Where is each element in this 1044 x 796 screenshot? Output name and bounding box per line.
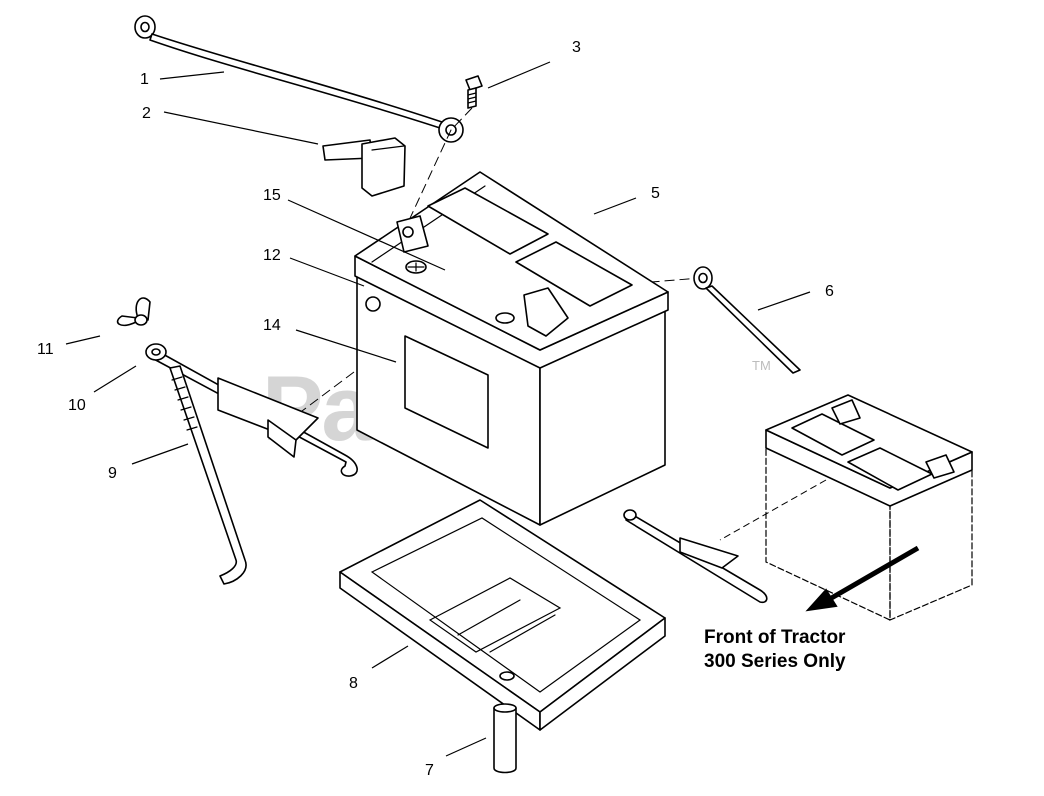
part-7-spacer [493, 703, 517, 774]
part-3-bolt [465, 75, 483, 109]
callout-9: 9 [108, 465, 117, 482]
leader-lines [65, 61, 811, 757]
inset-300-series-battery [623, 394, 973, 621]
watermark-trademark: TM [752, 358, 771, 373]
callout-12: 12 [263, 247, 281, 264]
callout-1: 1 [140, 71, 149, 88]
callout-11: 11 [37, 341, 54, 358]
part-2-terminal-boot [322, 137, 406, 197]
callout-15: 15 [263, 187, 281, 204]
callout-7: 7 [425, 762, 434, 779]
front-of-tractor-note: Front of Tractor 300 Series Only [704, 627, 846, 672]
callout-2: 2 [142, 105, 151, 122]
front-direction-arrow [805, 545, 920, 612]
note-line-2: 300 Series Only [704, 651, 846, 672]
part-1-battery-cable [134, 15, 464, 143]
callout-3: 3 [572, 39, 581, 56]
part-11-wing-nut [116, 297, 151, 327]
callout-5: 5 [651, 185, 660, 202]
callout-14: 14 [263, 317, 281, 334]
callout-8: 8 [349, 675, 358, 692]
callout-numbers: 1 2 3 5 6 7 8 9 10 11 12 14 15 [37, 39, 834, 779]
note-line-1: Front of Tractor [704, 627, 846, 648]
part-6-negative-cable [693, 266, 801, 374]
part-8-battery-tray [339, 499, 666, 731]
main-battery [354, 171, 669, 526]
part-9-j-bolt [169, 365, 247, 585]
callout-6: 6 [825, 283, 834, 300]
callout-10: 10 [68, 397, 86, 414]
part-10-hold-down-bar [145, 343, 358, 477]
